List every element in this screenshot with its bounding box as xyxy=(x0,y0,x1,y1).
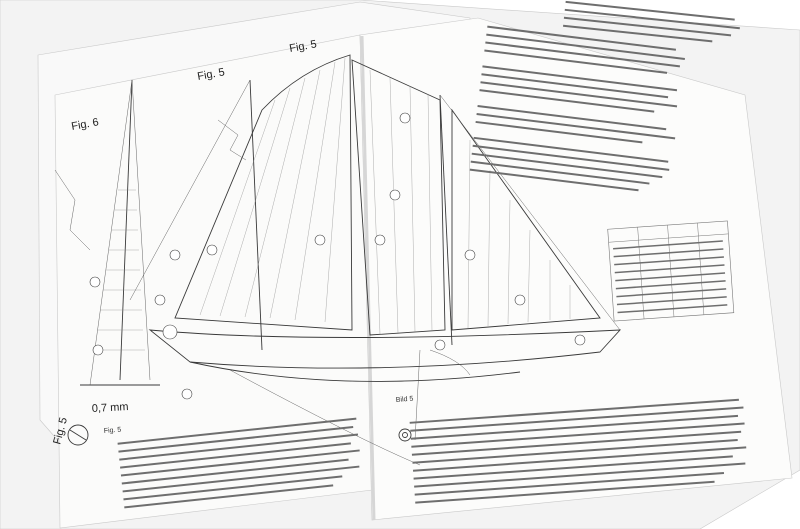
measure-label: 0,7 mm xyxy=(92,401,129,415)
fig6-label: Fig. 6 xyxy=(70,116,99,133)
right-page xyxy=(359,17,793,521)
bottom-text xyxy=(117,398,747,509)
section-label-b: Bild 5 xyxy=(396,395,414,404)
booklet xyxy=(54,17,793,529)
right-page-text xyxy=(469,0,740,322)
fig5-label-b: Fig. 5 xyxy=(288,38,317,55)
detail-sketches xyxy=(54,119,471,446)
left-mast-rig xyxy=(80,79,160,386)
figure-labels: Fig. 5 Fig. 5 Fig. 6 Fig. 5 0,7 mm Fig. … xyxy=(51,38,413,445)
spine-shadow xyxy=(360,35,376,521)
fig5-label-a: Fig. 5 xyxy=(196,66,225,83)
section-label-a: Fig. 5 xyxy=(104,426,122,435)
sail-plan xyxy=(129,54,621,351)
callout-markers xyxy=(89,112,586,400)
